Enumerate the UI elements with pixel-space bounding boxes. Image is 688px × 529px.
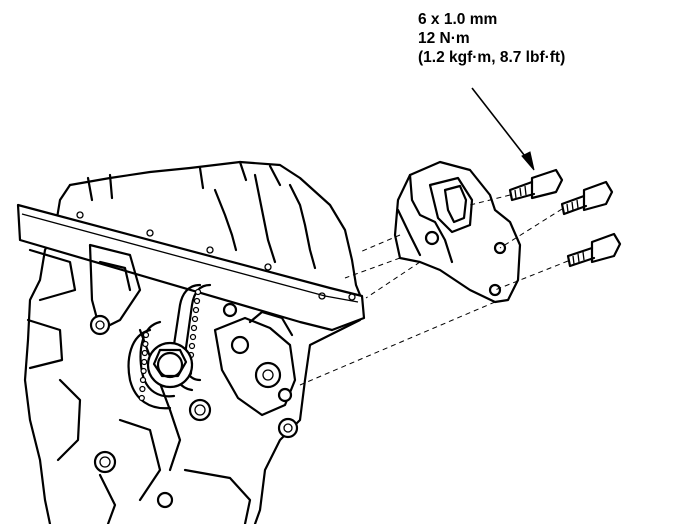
chain-link [139,385,146,393]
chain-link [142,340,149,348]
tensioner-mount [213,310,297,417]
bolt-size-label: 6 x 1.0 mm [418,11,498,28]
chain-link [141,358,148,366]
chain-link [190,324,198,332]
chain-link [138,394,145,402]
chain-link [189,333,197,341]
chain-link [139,376,147,384]
timing-chain [127,283,212,410]
alignment-lines [299,194,569,386]
chain-link [192,306,200,314]
bolt-3 [566,232,622,268]
torque-callout: 6 x 1.0 mm 12 N·m (1.2 kgf·m, 8.7 lbf·ft… [418,10,565,67]
engine-block [16,160,366,526]
chain-link [193,297,201,305]
torque-alt-label: (1.2 kgf·m, 8.7 lbf·ft) [418,49,566,66]
chain-tensioner [393,160,522,304]
chain-link [188,342,196,350]
callout-leader-arrow [471,87,535,171]
bolt-1 [508,168,564,202]
chain-link [141,349,148,357]
chain-link [140,367,147,375]
chain-link [191,315,199,323]
chain-link [194,288,202,296]
chain-link [142,331,150,339]
bolt-2 [560,180,614,216]
torque-nm-label: 12 N·m [418,30,470,47]
